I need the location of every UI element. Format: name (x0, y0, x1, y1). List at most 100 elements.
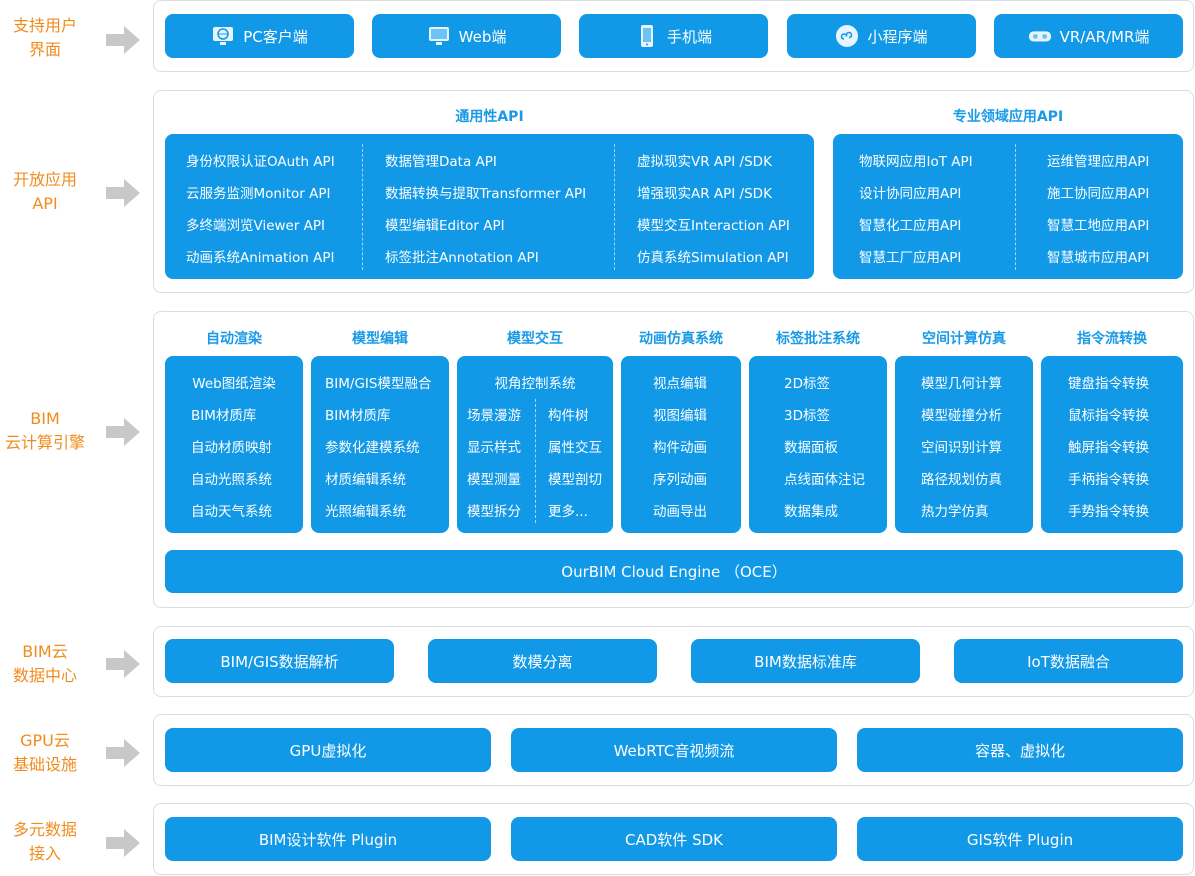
module-item[interactable]: 2D标签 (784, 376, 830, 392)
gpu-button[interactable]: WebRTC音视频流 (511, 728, 837, 772)
api-item[interactable]: 物联网应用IoT API (859, 154, 973, 170)
module-panel-auto-render (165, 356, 303, 533)
client-mobile-button[interactable]: 手机端 (579, 14, 768, 58)
module-item[interactable]: 自动材质映射 (191, 440, 272, 456)
row-label-line: 开放应用 (12, 170, 77, 189)
api-item[interactable]: 标签批注Annotation API (385, 250, 539, 266)
module-item[interactable]: 更多... (548, 504, 588, 520)
data-center-button[interactable]: BIM/GIS数据解析 (165, 639, 394, 683)
module-item[interactable]: BIM材质库 (191, 408, 257, 424)
module-item[interactable]: 模型碰撞分析 (921, 408, 1002, 424)
row-label-line: 接入 (28, 844, 61, 863)
api-item[interactable]: 云服务监测Monitor API (186, 186, 331, 202)
module-item[interactable]: 自动光照系统 (191, 472, 272, 488)
api-item[interactable]: 施工协同应用API (1047, 186, 1150, 202)
client-vr-button[interactable]: VR/AR/MR端 (994, 14, 1183, 58)
gpu-button[interactable]: 容器、虚拟化 (857, 728, 1183, 772)
row-label-data-input: 多元数据 接入 (0, 818, 90, 866)
module-item[interactable]: 参数化建模系统 (325, 440, 420, 456)
module-item[interactable]: 模型剖切 (548, 472, 602, 488)
core-engine-bar[interactable]: OurBIM Cloud Engine （OCE） (165, 550, 1183, 593)
vr-headset-icon (1028, 24, 1052, 48)
api-item[interactable]: 数据管理Data API (385, 154, 497, 170)
api-item[interactable]: 数据转换与提取Transformer API (385, 186, 587, 202)
data-center-button[interactable]: IoT数据融合 (954, 639, 1183, 683)
api-item[interactable]: 增强现实AR API /SDK (637, 186, 772, 202)
row-label-line: 支持用户 (12, 16, 77, 35)
row-label-line: 基础设施 (12, 755, 77, 774)
module-item[interactable]: 3D标签 (784, 408, 830, 424)
module-title: 标签批注系统 (776, 331, 860, 347)
module-item[interactable]: 构件树 (548, 408, 589, 424)
client-pc-button[interactable]: PC客户端 (165, 14, 354, 58)
row-label-line: 多元数据 (12, 820, 77, 839)
row-label-line: BIM (30, 409, 60, 428)
module-item[interactable]: 序列动画 (653, 472, 707, 488)
module-item[interactable]: 热力学仿真 (921, 504, 989, 520)
client-label: VR/AR/MR端 (1059, 27, 1150, 46)
api-item[interactable]: 智慧工地应用API (1047, 218, 1150, 234)
module-item[interactable]: 数据集成 (784, 504, 838, 520)
module-item[interactable]: 显示样式 (467, 440, 521, 456)
data-center-button[interactable]: BIM数据标准库 (691, 639, 920, 683)
module-item[interactable]: 键盘指令转换 (1068, 376, 1149, 392)
module-item[interactable]: 光照编辑系统 (325, 504, 406, 520)
module-item[interactable]: 鼠标指令转换 (1068, 408, 1149, 424)
module-item[interactable]: 构件动画 (653, 440, 707, 456)
client-label: PC客户端 (243, 27, 308, 46)
api-item[interactable]: 设计协同应用API (859, 186, 962, 202)
module-item[interactable]: Web图纸渲染 (192, 376, 276, 392)
module-item[interactable]: 触屏指令转换 (1068, 440, 1149, 456)
module-item[interactable]: 空间识别计算 (921, 440, 1002, 456)
module-item[interactable]: 手柄指令转换 (1068, 472, 1149, 488)
module-title: 模型编辑 (352, 331, 408, 347)
api-item[interactable]: 模型交互Interaction API (637, 218, 790, 234)
api-item[interactable]: 智慧城市应用API (1047, 250, 1150, 266)
module-item[interactable]: 视图编辑 (653, 408, 707, 424)
api-item[interactable]: 智慧工厂应用API (859, 250, 962, 266)
module-header-item[interactable]: 视角控制系统 (494, 376, 576, 392)
input-button[interactable]: CAD软件 SDK (511, 817, 837, 861)
row-label-data-center: BIM云 数据中心 (0, 640, 90, 688)
api-item[interactable]: 运维管理应用API (1047, 154, 1150, 170)
phone-icon (635, 24, 659, 48)
api-item[interactable]: 智慧化工应用API (859, 218, 962, 234)
api-item[interactable]: 身份权限认证OAuth API (186, 154, 335, 170)
module-item[interactable]: 路径规划仿真 (921, 472, 1002, 488)
module-item[interactable]: 模型几何计算 (921, 376, 1002, 392)
module-item[interactable]: 手势指令转换 (1068, 504, 1149, 520)
module-title: 自动渲染 (206, 331, 262, 347)
module-item[interactable]: BIM材质库 (325, 408, 391, 424)
api-item[interactable]: 动画系统Animation API (186, 250, 335, 266)
module-item[interactable]: 数据面板 (784, 440, 838, 456)
api-item[interactable]: 模型编辑Editor API (385, 218, 505, 234)
client-miniprogram-button[interactable]: 小程序端 (787, 14, 976, 58)
api-item[interactable]: 多终端浏览Viewer API (186, 218, 326, 234)
module-item[interactable]: 场景漫游 (467, 408, 521, 424)
module-title: 空间计算仿真 (922, 331, 1006, 347)
input-button[interactable]: BIM设计软件 Plugin (165, 817, 491, 861)
module-item[interactable]: 属性交互 (548, 440, 602, 456)
module-item[interactable]: 模型拆分 (467, 504, 521, 520)
row-label-open-api: 开放应用 API (0, 168, 90, 216)
general-api-panel (165, 134, 814, 279)
client-web-button[interactable]: Web端 (372, 14, 561, 58)
module-panel-spatial-compute (895, 356, 1033, 533)
input-button[interactable]: GIS软件 Plugin (857, 817, 1183, 861)
api-item[interactable]: 虚拟现实VR API /SDK (637, 154, 772, 170)
module-item[interactable]: 动画导出 (653, 504, 707, 520)
gpu-button[interactable]: GPU虚拟化 (165, 728, 491, 772)
module-item[interactable]: 自动天气系统 (191, 504, 272, 520)
module-item[interactable]: 视点编辑 (653, 376, 707, 392)
mini-program-icon (835, 24, 859, 48)
module-item[interactable]: BIM/GIS模型融合 (325, 376, 432, 392)
module-item[interactable]: 模型测量 (467, 472, 521, 488)
module-item[interactable]: 点线面体注记 (784, 472, 865, 488)
arrow-right-icon (106, 26, 140, 54)
client-label: 小程序端 (867, 27, 928, 46)
data-center-button[interactable]: 数模分离 (428, 639, 657, 683)
api-item[interactable]: 仿真系统Simulation API (637, 250, 789, 266)
row-label-line: 数据中心 (12, 666, 77, 685)
module-title: 动画仿真系统 (639, 331, 723, 347)
module-item[interactable]: 材质编辑系统 (325, 472, 406, 488)
